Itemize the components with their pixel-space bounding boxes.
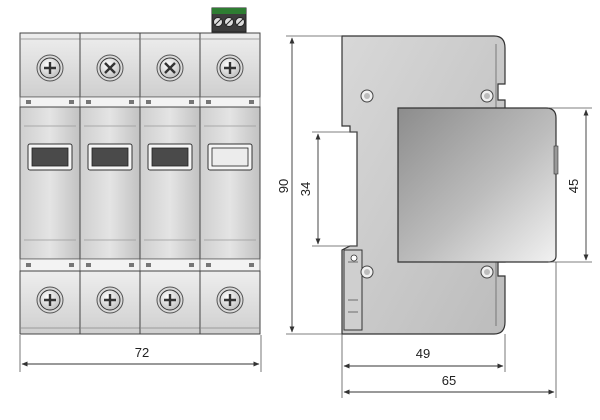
- dim-height-34: 34: [298, 131, 357, 247]
- mount-hole-bottom-right: [480, 265, 494, 279]
- status-indicator-window: [211, 147, 249, 167]
- signal-connector: [211, 7, 247, 33]
- module-1: [19, 32, 81, 335]
- dim-label-72: 72: [135, 345, 149, 360]
- dim-width-72: 72: [19, 335, 262, 372]
- dim-label-45: 45: [566, 179, 581, 193]
- status-indicator-window: [31, 147, 69, 167]
- plus-screw-icon: [96, 286, 124, 314]
- mount-hole-top-left: [360, 89, 374, 103]
- module-4: [199, 32, 261, 335]
- dim-height-90: 90: [276, 35, 342, 335]
- module-group: [19, 32, 261, 335]
- plus-screw-icon: [36, 286, 64, 314]
- din-latch: [343, 249, 363, 331]
- side-view: 90 34 45 49 65: [276, 35, 592, 398]
- module-2: [79, 32, 141, 335]
- status-indicator-window: [151, 147, 189, 167]
- mount-hole-bottom-left: [360, 265, 374, 279]
- dim-label-34: 34: [298, 182, 313, 196]
- status-indicator-window: [91, 147, 129, 167]
- dim-height-45: 45: [548, 107, 592, 263]
- dim-depth-65: 65: [343, 262, 557, 398]
- dim-label-65: 65: [442, 373, 456, 388]
- plus-screw-icon: [36, 54, 64, 82]
- plus-screw-icon: [156, 286, 184, 314]
- dim-label-90: 90: [276, 179, 291, 193]
- mount-hole-top-right: [480, 89, 494, 103]
- front-view: 72: [19, 7, 262, 372]
- plus-screw-icon: [216, 286, 244, 314]
- dim-label-49: 49: [416, 346, 430, 361]
- plus-screw-icon: [216, 54, 244, 82]
- cross-screw-icon: [156, 54, 184, 82]
- module-3: [139, 32, 201, 335]
- cross-screw-icon: [96, 54, 124, 82]
- dim-depth-49: 49: [341, 334, 506, 398]
- front-face-block: [397, 107, 557, 263]
